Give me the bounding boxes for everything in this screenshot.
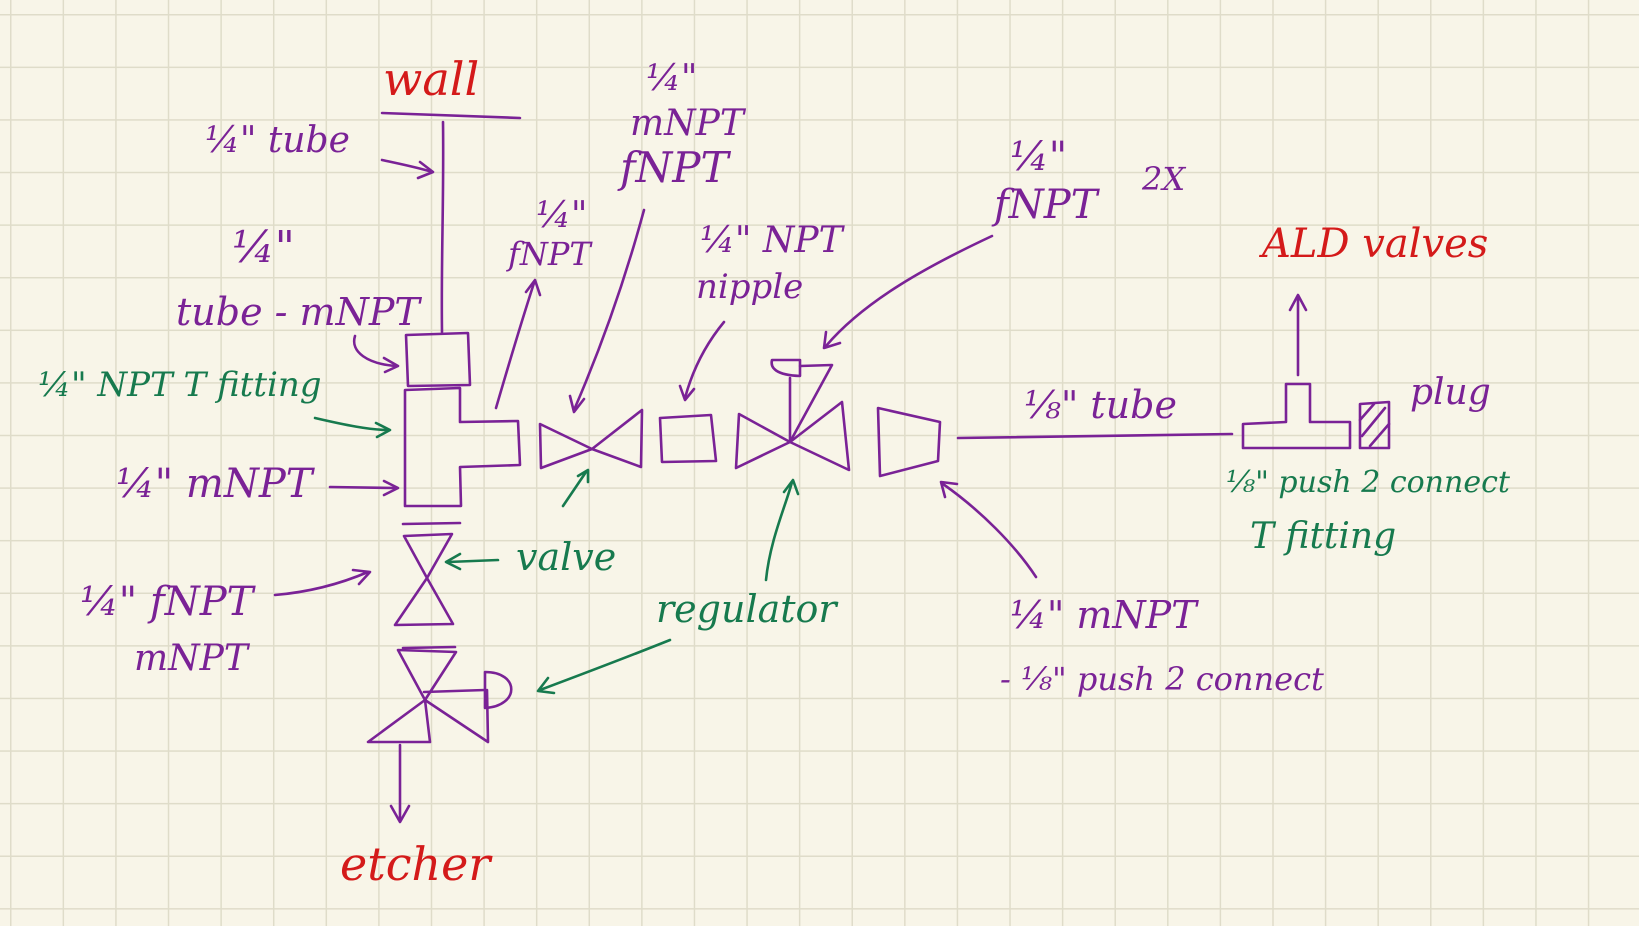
pointer-regulator-vertical — [536, 638, 672, 695]
t-fitting — [403, 386, 522, 508]
mnpt-fnpt-label-m: mNPT — [630, 103, 747, 144]
etcher-label: etcher — [340, 837, 493, 891]
fnpt-2x-label: fNPT — [991, 182, 1101, 228]
pointer-tube-mnpt — [352, 334, 400, 374]
regulator-label: regulator — [656, 587, 839, 631]
fnpt-mnpt-label-1: ¼" fNPT — [80, 579, 257, 625]
fnpt-2x-count: 2X — [1141, 160, 1186, 198]
vertical-valve — [393, 532, 455, 627]
npt-nipple-label-1: ¼" NPT — [700, 220, 846, 261]
mnpt-bar — [401, 521, 462, 526]
to-ald-arrow — [1288, 293, 1308, 377]
horizontal-valve — [538, 408, 644, 470]
fnpt-mnpt-connector — [401, 645, 457, 650]
npt-t-fitting-label: ¼" NPT T fitting — [38, 365, 322, 405]
valve-label: valve — [516, 535, 616, 579]
mnpt-push-label-2: - ⅛" push 2 connect — [1000, 660, 1324, 698]
tube-mnpt-label: tube - mNPT — [176, 290, 422, 334]
vertical-regulator — [366, 648, 513, 744]
ald-valves-label: ALD valves — [1258, 221, 1488, 267]
pointer-regulator-horizontal — [764, 478, 800, 582]
pointer-quarter-fnpt — [494, 278, 542, 410]
pointer-quarter-tube — [380, 158, 435, 180]
wall-label: wall — [383, 52, 479, 106]
push-t-fitting-label-2: T fitting — [1250, 516, 1396, 557]
pointer-mnpt-fnpt — [568, 208, 646, 414]
npt-nipple — [658, 413, 718, 464]
quarter-fnpt-label: fNPT — [506, 235, 593, 273]
mnpt-fnpt-fraction: ¼" — [646, 58, 697, 99]
pointer-mnpt-left — [328, 479, 400, 497]
tube-mnpt-fraction: ¼" — [232, 222, 295, 273]
quarter-fnpt-fraction: ¼" — [536, 195, 587, 236]
pointer-mnpt-push — [939, 480, 1038, 579]
mnpt-fnpt-label-f: fNPT — [617, 143, 732, 192]
mnpt-push-label-1: ¼" mNPT — [1010, 593, 1199, 637]
horizontal-regulator — [734, 358, 851, 472]
wall-mark — [380, 111, 522, 120]
quarter-tube-line — [440, 120, 445, 334]
npt-nipple-label-2: nipple — [696, 267, 803, 307]
pointer-fnpt-2x — [822, 234, 994, 350]
fnpt-2x-fraction: ¼" — [1010, 134, 1067, 180]
pointer-valve-horizontal — [561, 468, 590, 508]
push-t-fitting-label-1: ⅛" push 2 connect — [1226, 465, 1511, 500]
plug-label: plug — [1410, 372, 1491, 413]
tube-mnpt-adapter — [404, 331, 472, 388]
mnpt-left-label: ¼" mNPT — [116, 461, 316, 507]
pointer-fnpt-mnpt — [273, 568, 372, 597]
plug — [1358, 400, 1391, 450]
mnpt-push-adapter — [876, 406, 942, 478]
fnpt-mnpt-label-2: mNPT — [134, 638, 251, 679]
pointer-npt-nipple — [678, 320, 726, 402]
pointer-t-fitting — [313, 416, 392, 439]
quarter-tube-label: ¼" tube — [205, 120, 350, 161]
pointer-valve — [444, 552, 500, 571]
push-t-fitting — [1241, 382, 1352, 450]
eighth-tube-label: ⅛" tube — [1024, 383, 1177, 427]
to-etcher-arrow — [389, 743, 411, 824]
eighth-tube-line — [956, 432, 1234, 440]
